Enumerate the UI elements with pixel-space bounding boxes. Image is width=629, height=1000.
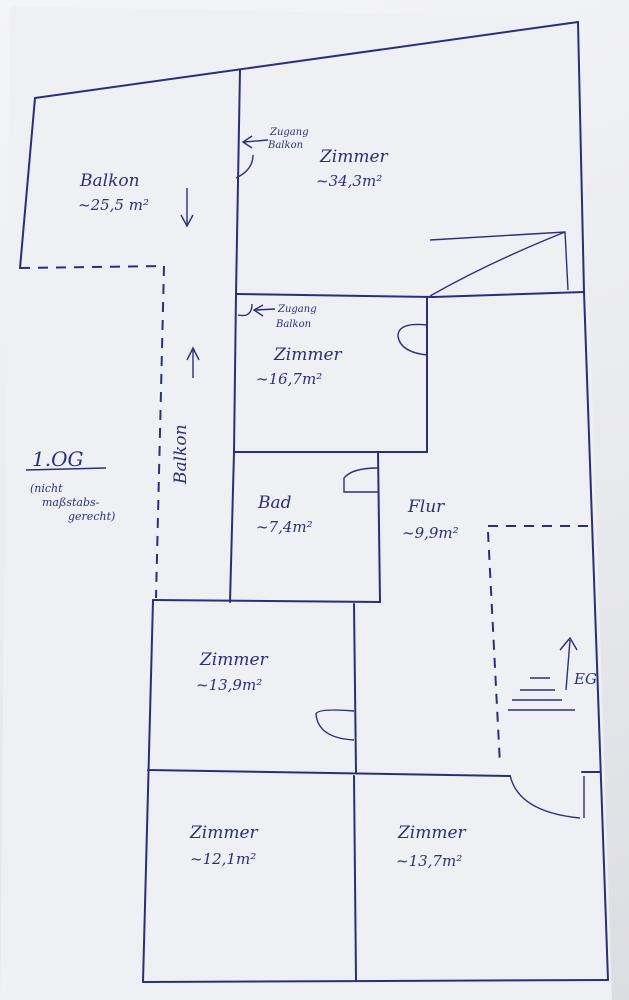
bath-name: Bad (257, 493, 292, 513)
room-12-1-area: ~12,1m² (190, 850, 256, 868)
room-13-9-area: ~13,9m² (196, 676, 262, 694)
scale-note-line2: maßstabs- (42, 496, 100, 509)
access-note-1-line2: Balkon (267, 140, 303, 151)
scale-note-line1: (nicht (30, 482, 63, 495)
room-12-1-name: Zimmer (189, 823, 259, 843)
room-34-name: Zimmer (319, 147, 389, 167)
access-note-2-line2: Balkon (275, 319, 311, 330)
room-16-area: ~16,7m² (256, 370, 322, 388)
access-note-2-line1: Zugang (277, 304, 317, 315)
paper-outline (0, 6, 612, 1000)
scale-note-line3: gerecht) (68, 510, 115, 523)
door-swings (235, 154, 585, 819)
side-balcony-label: Balkon (171, 424, 191, 485)
direction-arrows (180, 135, 276, 378)
floor-label: 1.OG (32, 447, 83, 471)
hallway-name: Flur (407, 497, 445, 517)
balcony-large-area: ~25,5 m² (78, 196, 149, 214)
outer-walls (19, 21, 609, 983)
balcony-large-name: Balkon (79, 171, 140, 191)
room-13-9-name: Zimmer (199, 650, 269, 670)
bath-area: ~7,4m² (256, 518, 313, 536)
room-16-name: Zimmer (273, 345, 343, 365)
room-13-7-area: ~13,7m² (396, 852, 462, 870)
interior-walls (147, 69, 601, 981)
stairs-label: EG (573, 670, 597, 688)
hallway-area: ~9,9m² (402, 524, 459, 542)
stairs-symbol (508, 636, 578, 711)
floor-label-underline (25, 467, 107, 471)
dashed-boundaries (19, 265, 596, 766)
room-13-7-name: Zimmer (397, 823, 467, 843)
room-34-area: ~34,3m² (316, 172, 382, 190)
access-note-1-line1: Zugang (269, 127, 309, 138)
labels: Balkon ~25,5 m² Zimmer ~34,3m² Zugang Ba… (30, 127, 597, 870)
